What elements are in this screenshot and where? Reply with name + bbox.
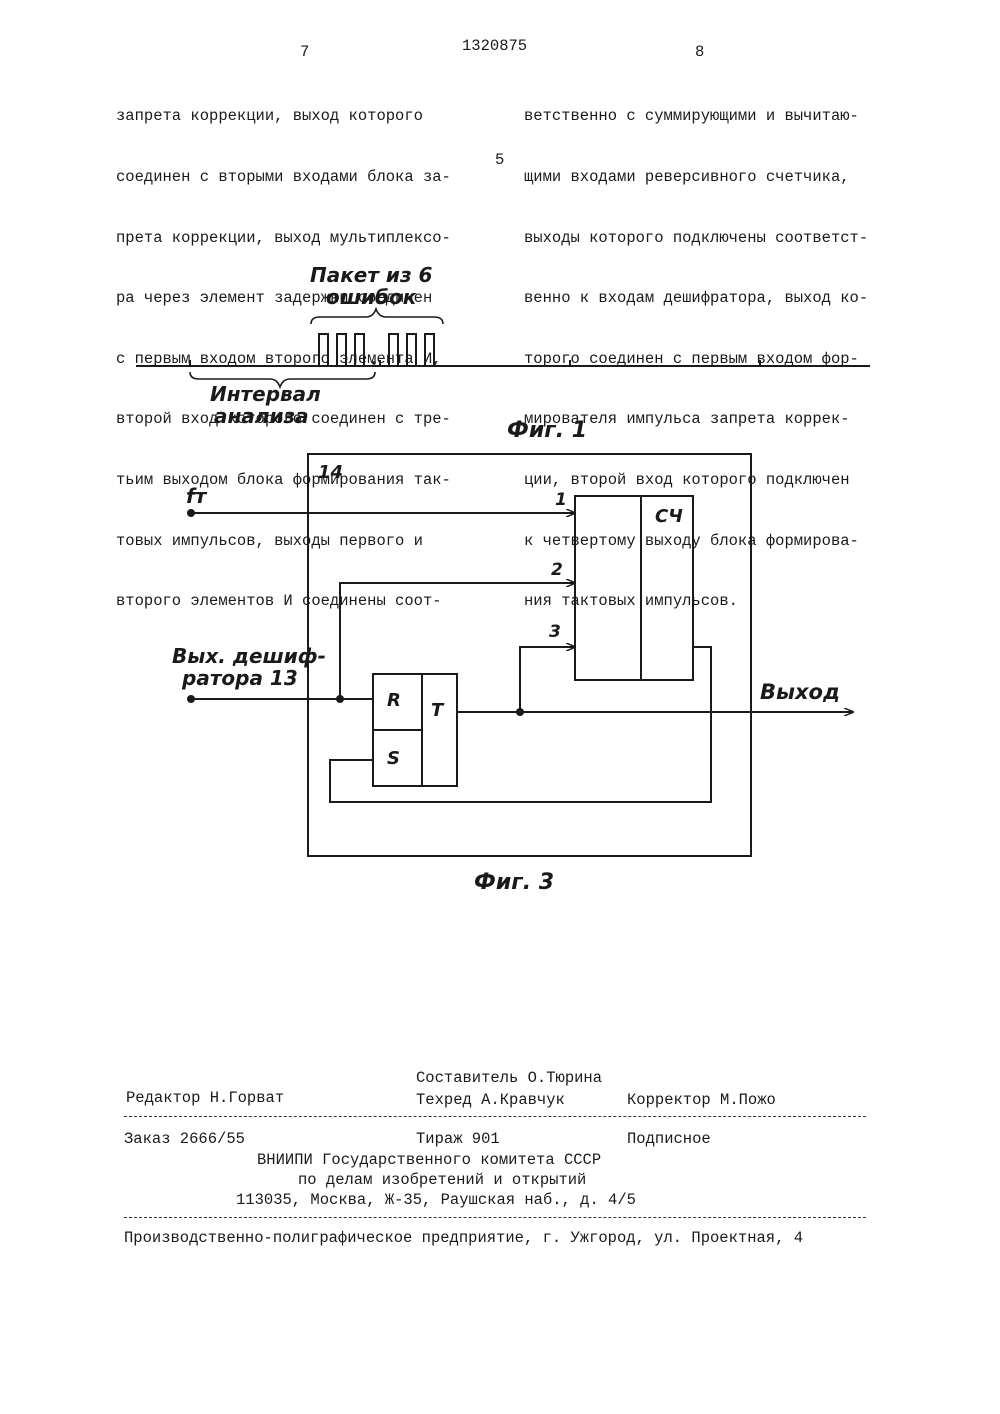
fig3-counter-label: СЧ <box>655 506 683 527</box>
colophon-corrector: Корректор М.Пожо <box>627 1090 776 1110</box>
fig3-counter-input-1: 1 <box>555 490 567 510</box>
colophon-org-line1: ВНИИПИ Государственного комитета СССР <box>257 1150 601 1170</box>
fig3-flipflop-r: R <box>387 690 401 711</box>
colophon-techred: Техред А.Кравчук <box>416 1090 565 1110</box>
colophon-compiler: Составитель О.Тюрина <box>416 1068 602 1088</box>
colophon-circulation: Тираж 901 <box>416 1129 500 1149</box>
colophon-subscription: Подписное <box>627 1129 711 1149</box>
fig3-caption: Фиг. 3 <box>474 870 554 895</box>
colophon-org-line2: по делам изобретений и открытий <box>298 1170 586 1190</box>
fig3-block-14 <box>308 454 751 856</box>
fig1-burst-label: Пакет из 6 ошибок <box>310 264 432 308</box>
fig3-decoder-input-label: Вых. дешиф- ратора 13 <box>172 645 326 689</box>
fig3-counter-input-3: 3 <box>549 622 561 642</box>
fig3-output-label: Выход <box>760 680 840 704</box>
fig1-time-axis <box>136 360 870 366</box>
fig3-input-ft: fт <box>186 484 206 508</box>
fig3-flipflop-s: S <box>387 748 400 769</box>
fig3-flipflop-t: T <box>431 700 443 721</box>
fig1-error-pulses <box>319 334 434 366</box>
colophon-editor: Редактор Н.Горват <box>126 1088 284 1108</box>
colophon-divider <box>124 1217 866 1218</box>
fig1-interval-label: Интервал анализа <box>210 383 321 427</box>
fig1-burst-brace <box>311 309 443 324</box>
colophon-order: Заказ 2666/55 <box>124 1129 245 1149</box>
colophon-printer: Производственно-полиграфическое предприя… <box>124 1228 803 1248</box>
fig3-block-number: 14 <box>318 462 343 483</box>
fig1-caption: Фиг. 1 <box>507 418 587 443</box>
colophon-divider <box>124 1116 866 1117</box>
colophon-org-address: 113035, Москва, Ж-35, Раушская наб., д. … <box>236 1190 636 1210</box>
fig3-counter-input-2: 2 <box>551 560 563 580</box>
fig3-wire-input3 <box>520 647 575 712</box>
